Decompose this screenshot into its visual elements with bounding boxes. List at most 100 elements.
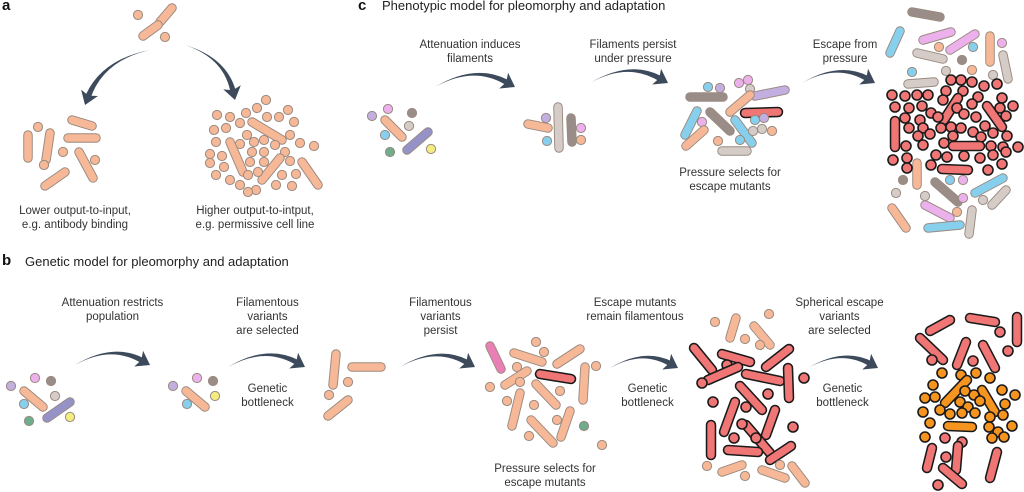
spherical-virion xyxy=(936,367,948,379)
spherical-virion xyxy=(273,111,285,123)
filamentous-virion xyxy=(912,48,948,64)
filamentous-virion xyxy=(526,415,558,448)
filamentous-virion xyxy=(553,102,564,153)
population-b1 xyxy=(5,372,76,427)
spherical-virion xyxy=(260,94,272,106)
spherical-virion xyxy=(384,146,396,158)
spherical-virion xyxy=(911,89,923,101)
filamentous-virion xyxy=(914,332,949,366)
spherical-virion xyxy=(734,134,746,146)
spherical-virion xyxy=(739,470,751,482)
spherical-virion xyxy=(798,372,810,384)
spherical-virion xyxy=(258,146,270,158)
spherical-virion xyxy=(242,169,254,181)
spherical-virion xyxy=(284,155,296,167)
spherical-virion xyxy=(132,9,144,21)
spherical-virion xyxy=(766,125,778,137)
spherical-virion xyxy=(207,375,219,387)
spherical-virion xyxy=(218,161,230,173)
filamentous-virion xyxy=(942,420,978,433)
filamentous-virion xyxy=(702,361,744,386)
curved-arrow-icon xyxy=(610,353,678,370)
spherical-virion xyxy=(258,134,270,146)
spherical-virion xyxy=(932,479,944,491)
panel-b-title: Genetic model for pleomorphy and adaptat… xyxy=(25,254,289,269)
spherical-virion xyxy=(955,122,967,134)
spherical-virion xyxy=(32,121,44,133)
curved-arrow-icon xyxy=(808,353,878,370)
spherical-virion xyxy=(234,117,246,129)
spherical-virion xyxy=(974,152,986,164)
spherical-virion xyxy=(18,398,30,410)
spherical-virion xyxy=(204,148,216,160)
filamentous-virion xyxy=(750,85,790,101)
panel-a-letter: a xyxy=(2,0,11,14)
filamentous-virion xyxy=(323,395,353,421)
spherical-virion xyxy=(966,98,978,110)
filamentous-virion xyxy=(718,396,741,438)
curved-arrow-icon xyxy=(75,350,150,367)
spherical-virion xyxy=(991,78,1003,90)
spherical-virion xyxy=(511,361,523,373)
spherical-virion xyxy=(575,134,587,146)
filamentous-virion xyxy=(67,115,97,131)
filamentous-virion xyxy=(782,362,795,404)
filamentous-virion xyxy=(534,368,577,385)
panel-c-title: Phenotypic model for pleomorphy and adap… xyxy=(382,0,666,13)
panel-b-bottleneck-3: Genetic bottleneck xyxy=(816,383,869,409)
spherical-virion xyxy=(956,54,968,66)
spherical-virion xyxy=(733,77,745,89)
filamentous-virion xyxy=(485,341,506,374)
spherical-virion xyxy=(984,372,996,384)
spherical-virion xyxy=(696,116,708,128)
filamentous-virion xyxy=(181,386,210,412)
panel-c-step-1: Attenuation induces filaments xyxy=(419,39,521,65)
spherical-virion xyxy=(899,90,911,102)
spherical-virion xyxy=(523,430,535,442)
spherical-virion xyxy=(937,94,949,106)
spherical-virion xyxy=(554,385,566,397)
spherical-virion xyxy=(282,104,294,116)
filamentous-virion xyxy=(998,50,1013,84)
spherical-virion xyxy=(917,139,929,151)
spherical-virion xyxy=(763,308,775,320)
spherical-virion xyxy=(919,392,931,404)
spherical-virion xyxy=(709,316,721,328)
panel-b-bottleneck-2: Genetic bottleneck xyxy=(621,383,674,409)
spherical-virion xyxy=(986,432,998,444)
spherical-virion xyxy=(538,346,550,358)
spherical-virion xyxy=(167,380,179,392)
arrow-layer xyxy=(75,45,878,370)
spherical-virion xyxy=(750,432,762,444)
spherical-virion xyxy=(728,432,740,444)
curved-arrow-icon xyxy=(228,352,305,369)
spherical-virion xyxy=(425,143,437,155)
spherical-virion xyxy=(762,388,774,400)
spherical-virion xyxy=(234,179,246,191)
spherical-virion xyxy=(749,114,761,126)
spherical-virion xyxy=(919,431,931,443)
spherical-virion xyxy=(57,146,69,158)
spherical-virion xyxy=(774,459,786,471)
spherical-virion xyxy=(944,408,956,420)
filamentous-virion xyxy=(566,113,577,147)
population-b5 xyxy=(688,308,810,488)
spherical-virion xyxy=(701,460,713,472)
spherical-virion xyxy=(530,336,542,348)
population-a_top xyxy=(132,3,177,43)
spherical-virion xyxy=(1002,345,1014,357)
spherical-virion xyxy=(528,399,540,411)
spherical-virion xyxy=(290,168,302,180)
spherical-virion xyxy=(970,111,982,123)
panel-b-pressure-caption: Pressure selects for escape mutants xyxy=(494,463,596,489)
spherical-virion xyxy=(210,169,222,181)
filamentous-virion xyxy=(380,115,407,142)
spherical-virion xyxy=(575,122,587,134)
spherical-virion xyxy=(940,65,952,77)
spherical-virion xyxy=(45,375,57,387)
spherical-virion xyxy=(181,398,193,410)
spherical-virion xyxy=(342,376,354,388)
panel-b-letter: b xyxy=(2,252,12,269)
filamentous-virion xyxy=(885,26,905,58)
spherical-virion xyxy=(739,333,751,345)
